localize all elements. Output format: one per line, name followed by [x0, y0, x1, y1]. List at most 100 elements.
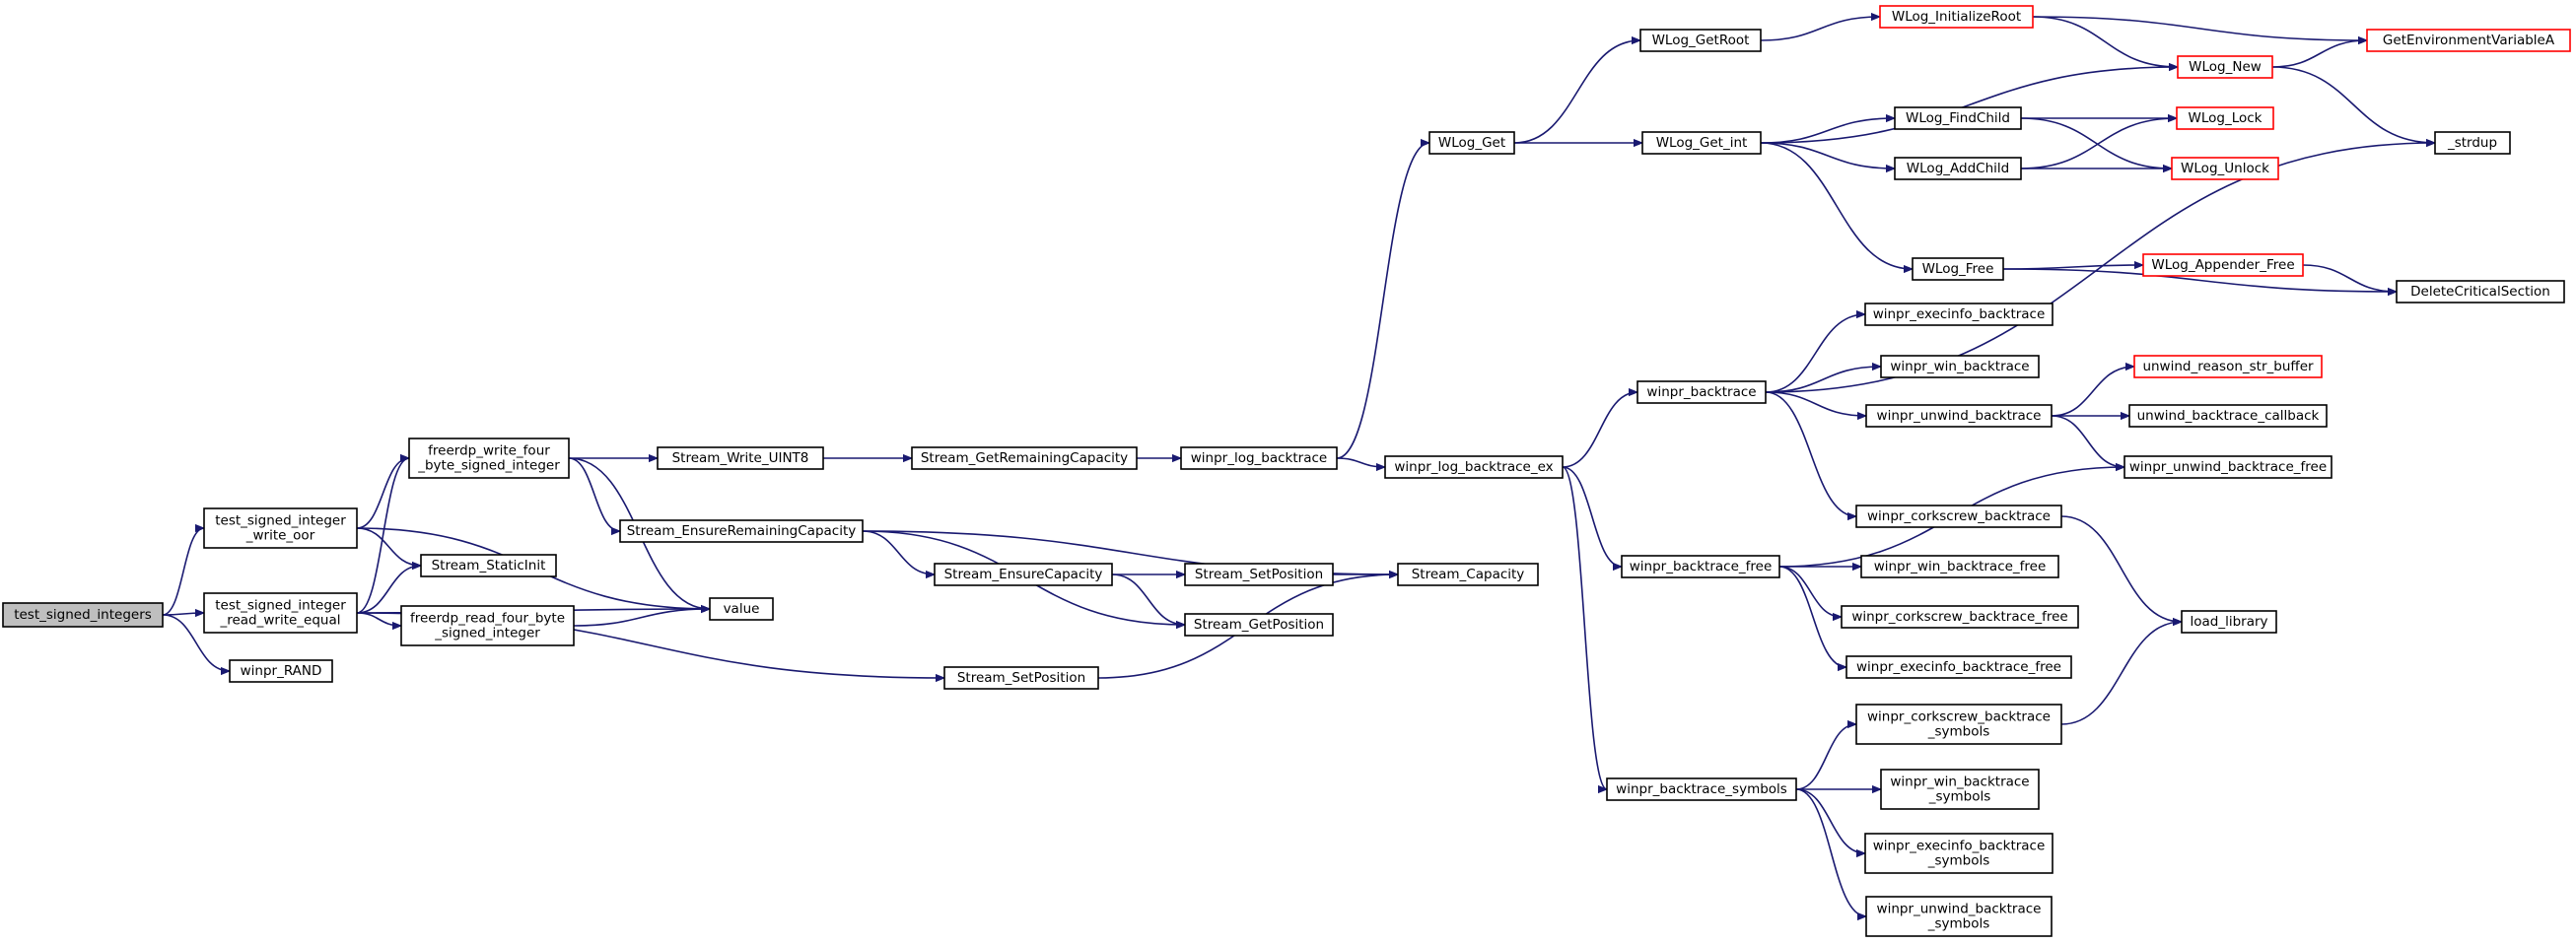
node-label: winpr_win_backtrace: [1890, 775, 2029, 790]
graph-node-strdup[interactable]: _strdup: [2434, 131, 2511, 155]
graph-node-stream-write-uint8[interactable]: Stream_Write_UINT8: [657, 446, 824, 470]
graph-node-wlog-findchild[interactable]: WLog_FindChild: [1894, 106, 2022, 130]
graph-node-write-oor[interactable]: test_signed_integer_write_oor: [203, 507, 358, 549]
graph-node-value[interactable]: value: [709, 597, 774, 621]
graph-node-wlog-initializeroot[interactable]: WLog_InitializeRoot: [1879, 5, 2034, 29]
node-label: _signed_integer: [434, 626, 540, 641]
edge-wlog_free-to-deletecriticalsection: [2002, 268, 2397, 292]
graph-node-winpr-corkscrew-backtrace-symbols[interactable]: winpr_corkscrew_backtrace_symbols: [1855, 704, 2062, 745]
node-label: DeleteCriticalSection: [2410, 284, 2550, 300]
node-label: winpr_execinfo_backtrace: [1873, 306, 2046, 322]
graph-node-wlog-get-int[interactable]: WLog_Get_int: [1641, 131, 1762, 155]
graph-node-winpr-RAND[interactable]: winpr_RAND: [229, 659, 333, 683]
graph-node-unwind-backtrace-callback[interactable]: unwind_backtrace_callback: [2128, 404, 2328, 428]
node-box: [1845, 655, 2072, 679]
node-box: [1865, 896, 2053, 937]
edge-winpr_backtrace_symbols-to-winpr_corkscrew_backtrace_symbols: [1795, 724, 1857, 790]
graph-node-read-write-equal[interactable]: test_signed_integer_read_write_equal: [203, 592, 358, 634]
node-label: GetEnvironmentVariableA: [2383, 33, 2555, 48]
graph-node-deletecriticalsection[interactable]: DeleteCriticalSection: [2396, 280, 2565, 303]
graph-node-winpr-unwind-backtrace[interactable]: winpr_unwind_backtrace: [1865, 404, 2053, 428]
node-box: [1879, 5, 2034, 29]
node-box: [1180, 446, 1338, 470]
node-box: [1912, 257, 2004, 281]
node-label: _symbols: [1928, 789, 1991, 805]
graph-node-winpr-unwind-backtrace-symbols[interactable]: winpr_unwind_backtrace_symbols: [1865, 896, 2053, 937]
graph-node-winpr-unwind-backtrace-free[interactable]: winpr_unwind_backtrace_free: [2123, 455, 2332, 479]
edge-test_signed_integers-to-read_write_equal: [162, 613, 204, 615]
graph-node-winpr-win-backtrace-symbols[interactable]: winpr_win_backtrace_symbols: [1880, 769, 2040, 810]
graph-node-stream-capacity[interactable]: Stream_Capacity: [1397, 563, 1539, 586]
graph-node-freerdp-write[interactable]: freerdp_write_four_byte_signed_integer: [408, 438, 570, 479]
node-box: [2133, 355, 2323, 378]
node-box: [1880, 769, 2040, 810]
node-box: [657, 446, 824, 470]
graph-node-winpr-log-backtrace[interactable]: winpr_log_backtrace: [1180, 446, 1338, 470]
graph-node-wlog-appender-free[interactable]: WLog_Appender_Free: [2142, 253, 2304, 277]
node-box: [943, 666, 1099, 690]
node-box: [1428, 131, 1515, 155]
graph-node-winpr-corkscrew-backtrace-free[interactable]: winpr_corkscrew_backtrace_free: [1841, 605, 2079, 629]
graph-node-wlog-free[interactable]: WLog_Free: [1912, 257, 2004, 281]
node-box: [2177, 55, 2273, 79]
edge-write_oor-to-freerdp_write: [356, 458, 410, 529]
graph-node-winpr-corkscrew-backtrace[interactable]: winpr_corkscrew_backtrace: [1855, 505, 2062, 528]
edge-winpr_backtrace-to-winpr_unwind_backtrace: [1765, 391, 1866, 416]
graph-node-stream-staticinit[interactable]: Stream_StaticInit: [420, 554, 557, 577]
graph-node-load-library[interactable]: load_library: [2181, 610, 2277, 634]
node-label: WLog_Get_int: [1656, 135, 1748, 151]
edge-wlog_get-to-wlog_getroot: [1513, 40, 1640, 144]
edge-wlog_addchild-to-wlog_lock: [2020, 118, 2177, 169]
graph-node-wlog-get[interactable]: WLog_Get: [1428, 131, 1515, 155]
graph-node-stream-setposition-mid[interactable]: Stream_SetPosition: [1184, 563, 1334, 586]
graph-node-winpr-backtrace-symbols[interactable]: winpr_backtrace_symbols: [1606, 777, 1797, 801]
graph-node-winpr-execinfo-backtrace-free[interactable]: winpr_execinfo_backtrace_free: [1845, 655, 2072, 679]
node-label: _byte_signed_integer: [417, 458, 560, 474]
graph-node-wlog-unlock[interactable]: WLog_Unlock: [2171, 157, 2279, 180]
graph-node-stream-ensure-remaining[interactable]: Stream_EnsureRemainingCapacity: [619, 519, 864, 543]
node-box: [1894, 106, 2022, 130]
graph-node-winpr-win-backtrace-free[interactable]: winpr_win_backtrace_free: [1860, 555, 2059, 578]
graph-node-wlog-addchild[interactable]: WLog_AddChild: [1894, 157, 2022, 180]
graph-node-stream-getposition[interactable]: Stream_GetPosition: [1184, 613, 1334, 637]
graph-node-winpr-execinfo-backtrace[interactable]: winpr_execinfo_backtrace: [1864, 303, 2054, 326]
graph-node-winpr-log-backtrace-ex[interactable]: winpr_log_backtrace_ex: [1384, 455, 1564, 479]
node-box: [1864, 303, 2054, 326]
node-box: [1894, 157, 2022, 180]
graph-node-wlog-getroot[interactable]: WLog_GetRoot: [1639, 29, 1762, 52]
node-label: winpr_execinfo_backtrace_free: [1856, 659, 2061, 675]
graph-node-winpr-backtrace-free[interactable]: winpr_backtrace_free: [1621, 555, 1780, 578]
edge-wlog_getroot-to-wlog_initializeroot: [1760, 17, 1880, 41]
graph-node-unwind-reason-str-buffer[interactable]: unwind_reason_str_buffer: [2133, 355, 2323, 378]
node-label: WLog_Lock: [2189, 110, 2263, 126]
node-box: [2181, 610, 2277, 634]
graph-node-test-signed-integers[interactable]: test_signed_integers: [2, 602, 164, 628]
node-label: winpr_unwind_backtrace: [1877, 902, 2042, 917]
graph-node-stream-getremaining[interactable]: Stream_GetRemainingCapacity: [911, 446, 1138, 470]
graph-node-winpr-execinfo-backtrace-symbols[interactable]: winpr_execinfo_backtrace_symbols: [1864, 833, 2054, 874]
node-label: test_signed_integer: [215, 598, 346, 614]
node-box: [203, 592, 358, 634]
node-label: _symbols: [1927, 853, 1990, 869]
graph-node-wlog-lock[interactable]: WLog_Lock: [2176, 106, 2274, 130]
graph-node-freerdp-read[interactable]: freerdp_read_four_byte_signed_integer: [400, 605, 575, 646]
edge-read_write_equal-to-stream_staticinit: [356, 566, 422, 614]
node-label: unwind_reason_str_buffer: [2142, 359, 2314, 374]
graph-node-getenvironmentvariablea[interactable]: GetEnvironmentVariableA: [2366, 29, 2571, 52]
graph-node-stream-ensurecapacity[interactable]: Stream_EnsureCapacity: [934, 563, 1113, 586]
node-box: [1639, 29, 1762, 52]
node-label: Stream_SetPosition: [957, 670, 1085, 686]
graph-node-winpr-win-backtrace[interactable]: winpr_win_backtrace: [1880, 355, 2040, 378]
node-label: winpr_win_backtrace: [1890, 359, 2029, 374]
graph-node-wlog-new[interactable]: WLog_New: [2177, 55, 2273, 79]
edge-winpr_backtrace-to-winpr_win_backtrace: [1765, 367, 1881, 393]
graph-node-winpr-backtrace[interactable]: winpr_backtrace: [1636, 380, 1767, 404]
node-label: value: [724, 601, 760, 617]
graph-node-stream-setposition-low[interactable]: Stream_SetPosition: [943, 666, 1099, 690]
edge-wlog_get_int-to-wlog_free: [1760, 142, 1913, 269]
edge-freerdp_write-to-stream_ensure_remaining: [568, 457, 621, 531]
node-box: [2123, 455, 2332, 479]
node-label: WLog_FindChild: [1906, 110, 2010, 126]
node-label: winpr_win_backtrace_free: [1874, 559, 2047, 574]
node-box: [1880, 355, 2040, 378]
